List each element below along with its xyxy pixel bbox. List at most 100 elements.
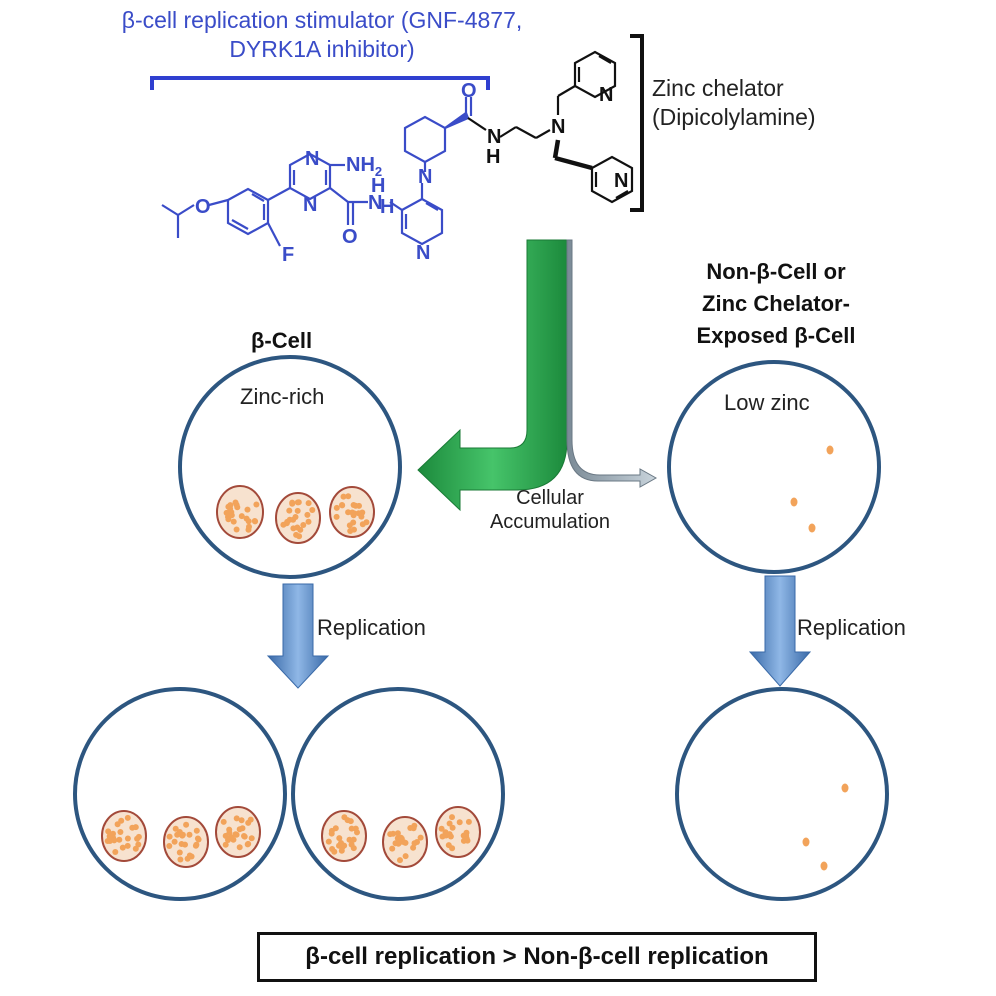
daughter-non-beta-cell <box>675 687 889 901</box>
zinc-dot <box>179 831 186 838</box>
non-beta-cell-title: Non-β-Cell or Zinc Chelator- Exposed β-C… <box>664 256 888 352</box>
zinc-dot <box>465 818 472 825</box>
zinc-dot <box>445 842 452 849</box>
replication-arrow-right <box>748 575 812 687</box>
zinc-dot <box>238 817 245 824</box>
zinc-dot <box>349 509 356 516</box>
molecule-stimulator <box>161 97 473 247</box>
atom-h-amide-1: H <box>380 196 395 218</box>
zinc-dot <box>398 835 405 842</box>
accumulation-label: Cellular Accumulation <box>480 486 620 534</box>
atom-n-pyrazine-bottom: N <box>303 194 318 216</box>
zinc-dot <box>112 849 119 855</box>
zinc-dot <box>245 518 252 525</box>
stimulator-label-line-2: DYRK1A inhibitor) <box>229 36 415 62</box>
zinc-dot <box>325 838 332 845</box>
stimulator-bracket <box>150 76 490 90</box>
zinc-dot <box>449 814 455 821</box>
zinc-dot <box>171 838 178 845</box>
zinc-dot <box>338 847 345 854</box>
zinc-dot <box>347 818 354 825</box>
zinc-dot <box>336 835 343 842</box>
chelator-label: Zinc chelator (Dipicolylamine) <box>652 74 816 132</box>
zinc-dot <box>350 519 357 526</box>
zinc-dot <box>134 835 141 842</box>
zinc-dot <box>345 493 352 500</box>
zinc-dot <box>348 825 355 832</box>
zinc-dot <box>292 514 299 520</box>
zinc-dot <box>284 518 291 525</box>
zinc-dot <box>253 501 260 508</box>
atom-o-amide-1: O <box>342 226 358 248</box>
zinc-dot <box>166 833 173 840</box>
zinc-dot <box>252 518 259 525</box>
zinc-dot <box>222 841 229 848</box>
replication-arrow-left <box>266 583 330 689</box>
zinc-dot <box>105 828 112 835</box>
zinc-dot <box>340 493 347 500</box>
conclusion-box: β-cell replication > Non-β-cell replicat… <box>257 932 817 982</box>
zinc-dot <box>247 816 254 823</box>
zinc-rich-label: Zinc-rich <box>240 384 325 409</box>
zinc-dot <box>397 857 403 864</box>
replication-label-left: Replication <box>317 615 426 640</box>
zinc-dot <box>293 531 300 538</box>
zinc-dot <box>354 829 360 836</box>
accumulation-label-line-2: Accumulation <box>489 511 611 533</box>
zinc-dot <box>286 507 293 514</box>
atom-n-pyridine-bottom: N <box>614 170 629 192</box>
zinc-dot <box>241 833 248 840</box>
molecule-chelator <box>467 50 634 204</box>
zinc-dot <box>172 825 179 832</box>
zinc-dot <box>184 855 191 862</box>
low-zinc-dots <box>790 445 834 533</box>
zinc-dot <box>114 821 121 828</box>
zinc-dot <box>297 526 304 533</box>
non-beta-cell-title-line-1: Non-β-Cell or <box>706 259 846 284</box>
atom-o-amide-2: O <box>461 80 477 102</box>
atom-n-piperidine: N <box>418 166 433 188</box>
zinc-dot <box>233 526 240 533</box>
non-beta-cell-title-line-2: Zinc Chelator- <box>702 291 850 316</box>
zinc-dot <box>417 834 424 841</box>
replication-label-right: Replication <box>797 615 906 640</box>
zinc-dot <box>446 820 453 827</box>
zinc-dot <box>351 526 357 533</box>
chelator-label-line-2: (Dipicolylamine) <box>652 104 816 130</box>
zinc-dot <box>230 836 237 843</box>
zinc-dot <box>111 837 118 844</box>
beta-cell-title: β-Cell <box>251 328 313 353</box>
atom-n-amide-2: N <box>487 126 502 148</box>
arrow-green <box>417 239 568 512</box>
zinc-dot <box>464 837 471 844</box>
zinc-dot <box>348 841 355 848</box>
granule <box>216 485 264 539</box>
zinc-dot <box>438 825 445 832</box>
atom-h-amide-2: H <box>486 146 501 168</box>
zinc-dot <box>244 841 251 848</box>
zinc-dot <box>193 827 200 834</box>
zinc-dot <box>186 831 193 838</box>
zinc-dot <box>309 507 316 513</box>
zinc-dot <box>387 831 394 838</box>
zinc-dot <box>300 522 307 528</box>
zinc-dot <box>232 499 239 506</box>
zinc-dot <box>304 511 311 518</box>
zinc-dot <box>305 500 312 507</box>
zinc-dot <box>339 502 345 508</box>
zinc-dot <box>411 840 418 847</box>
zinc-dot <box>333 513 340 520</box>
zinc-dot <box>402 839 409 846</box>
zinc-dot <box>194 835 201 842</box>
zinc-dot <box>332 825 339 832</box>
zinc-dot <box>389 845 396 852</box>
zinc-dot <box>116 836 123 843</box>
zinc-dot <box>104 838 111 844</box>
atom-h-piperidine: H <box>371 175 386 197</box>
zinc-dot <box>232 831 239 838</box>
zinc-dot <box>359 521 366 528</box>
zinc-dot <box>341 814 348 821</box>
stimulator-label: β-cell replication stimulator (GNF-4877,… <box>92 6 552 64</box>
